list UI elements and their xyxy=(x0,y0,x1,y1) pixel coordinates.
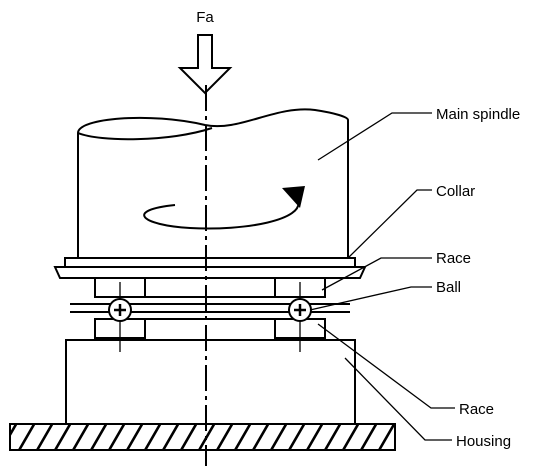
race-lower-label: Race xyxy=(459,401,494,418)
collar-flange xyxy=(53,266,367,279)
ball-right xyxy=(288,282,312,352)
leader-lines xyxy=(309,112,455,441)
ball-left xyxy=(108,282,132,352)
axial-force-arrow xyxy=(177,34,233,95)
collar xyxy=(64,257,356,268)
main-spindle-label: Main spindle xyxy=(436,106,520,123)
ball-label: Ball xyxy=(436,279,461,296)
lower-race xyxy=(94,318,326,339)
collar-label: Collar xyxy=(436,183,475,200)
rotation-arrow xyxy=(143,186,305,230)
housing xyxy=(65,339,356,424)
race-upper-label: Race xyxy=(436,250,471,267)
main-spindle xyxy=(77,108,349,258)
housing-label: Housing xyxy=(456,433,511,450)
base-ground xyxy=(9,423,396,451)
force-label: Fa xyxy=(196,9,214,26)
upper-race xyxy=(94,277,326,298)
